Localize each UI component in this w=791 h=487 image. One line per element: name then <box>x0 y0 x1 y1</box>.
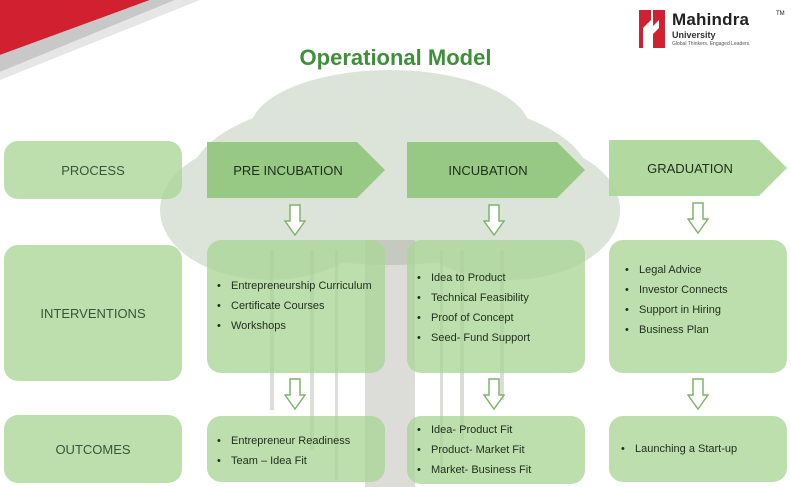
down-arrow-icon <box>687 202 709 234</box>
graduation-interventions-box: Legal Advice Investor Connects Support i… <box>609 240 787 373</box>
pre-incubation-interventions-box: Entrepreneurship Curriculum Certificate … <box>207 240 385 373</box>
interventions-list: Entrepreneurship Curriculum Certificate … <box>217 276 385 336</box>
outcomes-list: Entrepreneur Readiness Team – Idea Fit <box>217 431 385 471</box>
stage-pre-incubation: PRE INCUBATION <box>207 142 385 198</box>
outcomes-list: Launching a Start-up <box>621 439 787 459</box>
list-item: Product- Market Fit <box>417 440 585 460</box>
stage-label: INCUBATION <box>448 162 528 178</box>
process-label-box: PROCESS <box>4 141 182 199</box>
logo-tagline: Global Thinkers. Engaged Leaders. <box>672 41 751 47</box>
page-title: Operational Model <box>299 45 492 70</box>
down-arrow-icon <box>483 204 505 236</box>
stage-graduation: GRADUATION <box>609 140 787 196</box>
list-item: Proof of Concept <box>417 308 585 328</box>
list-item: Idea- Product Fit <box>417 420 585 440</box>
logo-name: Mahindra <box>672 10 750 29</box>
chevron-arrow-shape <box>407 142 585 198</box>
down-arrow-icon <box>284 204 306 236</box>
list-item: Technical Feasibility <box>417 288 585 308</box>
corner-swoosh-decoration <box>0 0 200 80</box>
list-item: Seed- Fund Support <box>417 328 585 348</box>
list-item: Business Plan <box>625 320 787 340</box>
list-item: Market- Business Fit <box>417 460 585 480</box>
list-item: Entrepreneur Readiness <box>217 431 385 451</box>
pre-incubation-outcomes-box: Entrepreneur Readiness Team – Idea Fit <box>207 416 385 482</box>
list-item: Workshops <box>217 316 385 336</box>
chevron-arrow-shape <box>609 140 787 196</box>
list-item: Team – Idea Fit <box>217 451 385 471</box>
chevron-arrow-shape <box>207 142 385 198</box>
list-item: Support in Hiring <box>625 300 787 320</box>
mahindra-logo-mark-icon <box>639 10 665 48</box>
logo-trademark: TM <box>776 11 785 17</box>
outcomes-list: Idea- Product Fit Product- Market Fit Ma… <box>417 420 585 480</box>
interventions-label-box: INTERVENTIONS <box>4 245 182 381</box>
list-item: Legal Advice <box>625 260 787 280</box>
interventions-label: INTERVENTIONS <box>40 305 146 321</box>
down-arrow-icon <box>687 378 709 410</box>
interventions-list: Legal Advice Investor Connects Support i… <box>625 260 787 340</box>
list-item: Launching a Start-up <box>621 439 787 459</box>
outcomes-label: OUTCOMES <box>55 441 131 457</box>
down-arrow-icon <box>284 378 306 410</box>
list-item: Investor Connects <box>625 280 787 300</box>
list-item: Idea to Product <box>417 268 585 288</box>
stage-label: PRE INCUBATION <box>233 162 343 178</box>
interventions-list: Idea to Product Technical Feasibility Pr… <box>417 268 585 348</box>
outcomes-label-box: OUTCOMES <box>4 415 182 483</box>
list-item: Certificate Courses <box>217 296 385 316</box>
logo-university: University <box>672 30 716 40</box>
mahindra-university-logo: Mahindra TM University Global Thinkers. … <box>639 8 789 52</box>
process-label: PROCESS <box>61 162 125 178</box>
list-item: Entrepreneurship Curriculum <box>217 276 385 296</box>
stage-incubation: INCUBATION <box>407 142 585 198</box>
incubation-interventions-box: Idea to Product Technical Feasibility Pr… <box>407 240 585 373</box>
down-arrow-icon <box>483 378 505 410</box>
graduation-outcomes-box: Launching a Start-up <box>609 416 787 482</box>
incubation-outcomes-box: Idea- Product Fit Product- Market Fit Ma… <box>407 416 585 484</box>
stage-label: GRADUATION <box>647 160 733 176</box>
